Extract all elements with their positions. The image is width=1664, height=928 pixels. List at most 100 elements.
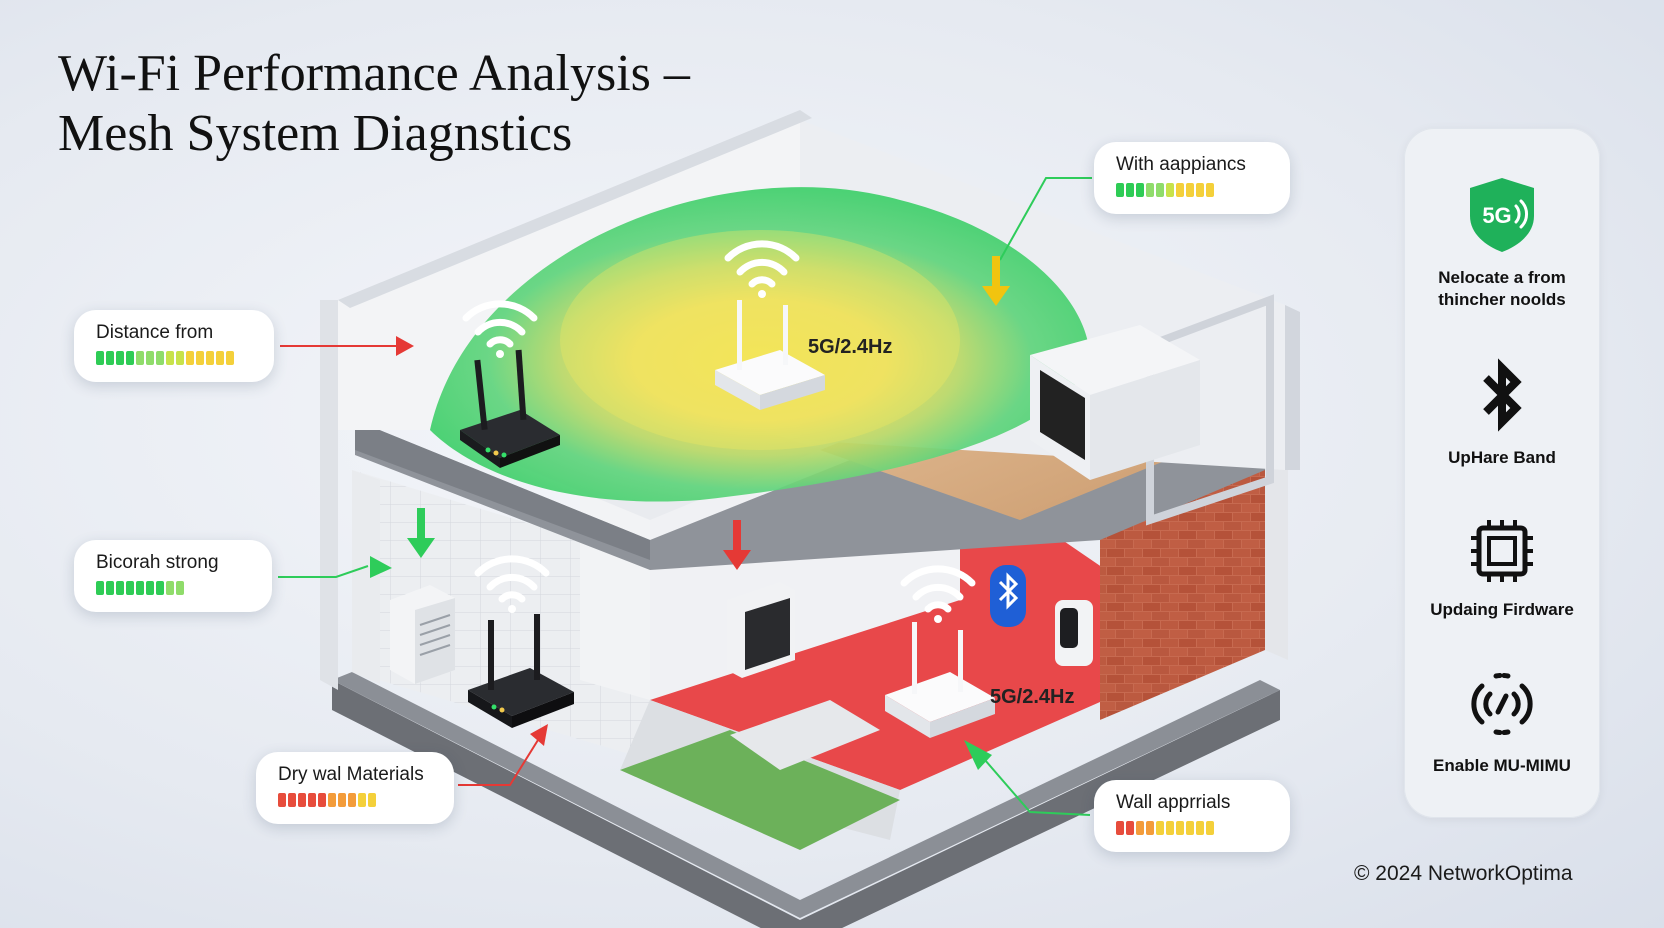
meter-segment [166, 351, 174, 365]
callout-label: Distance from [96, 322, 214, 343]
meter-segment [298, 793, 306, 807]
meter-segment [126, 581, 134, 595]
space-heater-center [727, 582, 795, 678]
5g-shield-icon: 5G [1470, 178, 1534, 252]
meter-segment [156, 581, 164, 595]
meter-segment [96, 351, 104, 365]
meter-segment [96, 581, 104, 595]
meter-segment [156, 351, 164, 365]
panel-text-line2: thincher noolds [1438, 290, 1566, 309]
meter-segment [1146, 821, 1154, 835]
panel-item-relocate: 5G Nelocate a from thincher noolds [1404, 174, 1600, 311]
band-label-upper: 5G/2.4Hz [808, 336, 893, 358]
arrow-yellow-down [982, 256, 1010, 306]
page-title: Wi-Fi Performance Analysis – Mesh System… [58, 44, 758, 164]
upper-signal-coverage [430, 187, 1090, 502]
meter-segment [328, 793, 336, 807]
meter-segment [106, 351, 114, 365]
band-label-lower: 5G/2.4Hz [990, 686, 1075, 708]
meter-segment [1186, 821, 1194, 835]
meter-segment [146, 581, 154, 595]
callout-bicorah: Bicorah strong [74, 540, 272, 612]
arrow-green-down [407, 508, 435, 558]
meter-segment [348, 793, 356, 807]
callout-label: Dry wal Materials [278, 764, 424, 785]
meter-segment [186, 351, 194, 365]
space-heater-left [390, 585, 455, 684]
meter-segment [1186, 183, 1194, 197]
copyright-text: © 2024 NetworkOptima [1354, 862, 1573, 885]
meter-segment [126, 351, 134, 365]
meter-segment [106, 581, 114, 595]
meter-segment [1156, 821, 1164, 835]
panel-item-mumimo: Enable MU-MIMU [1404, 668, 1600, 777]
wifi-icon [462, 240, 976, 623]
garden-patch [620, 730, 900, 850]
bluetooth-device [990, 565, 1026, 627]
panel-text-line1: Nelocate a from [1438, 268, 1566, 287]
callout-label: Wall apprrials [1116, 792, 1231, 813]
meter-segment [216, 351, 224, 365]
meter-segment [1206, 183, 1214, 197]
meter-segment [318, 793, 326, 807]
bluetooth-icon [1483, 358, 1522, 432]
meter-segment [116, 581, 124, 595]
router-black-lower [468, 614, 574, 728]
base-slab [332, 680, 1280, 928]
callout-distance: Distance from [74, 310, 274, 382]
5g-badge-text: 5G [1482, 203, 1511, 228]
meter-segment [146, 351, 154, 365]
callout-label: With aappiancs [1116, 154, 1246, 175]
panel-item-firmware: Updaing Firdware [1404, 516, 1600, 621]
title-line-2: Mesh System Diagnstics [58, 105, 573, 162]
meter-segment [1136, 183, 1144, 197]
router-white-lower [885, 622, 995, 738]
meter-segment [358, 793, 366, 807]
speaker-device [1055, 600, 1093, 666]
meter-segment [176, 581, 184, 595]
meter-segment [1116, 183, 1124, 197]
panel-item-band: UpHare Band [1404, 358, 1600, 469]
meter-segment [1176, 183, 1184, 197]
arrow-red-down [723, 520, 751, 570]
panel-text-line1: Enable MU-MIMU [1433, 756, 1571, 775]
meter-segment [1206, 821, 1214, 835]
title-line-1: Wi-Fi Performance Analysis – [58, 45, 690, 102]
meter-segment [1146, 183, 1154, 197]
meter-segment [116, 351, 124, 365]
meter-segment [1156, 183, 1164, 197]
panel-text-line1: Updaing Firdware [1430, 600, 1574, 619]
callout-wall: Wall apprrials [1094, 780, 1290, 852]
meter-segment [136, 351, 144, 365]
router-white-upper [715, 300, 825, 410]
signal-meter [96, 581, 250, 595]
meter-segment [1176, 821, 1184, 835]
arrow-green-wall [964, 740, 1091, 816]
meter-segment [278, 793, 286, 807]
signal-meter [1116, 821, 1268, 835]
meter-segment [1166, 183, 1174, 197]
callout-drywall: Dry wal Materials [256, 752, 454, 824]
meter-segment [1166, 821, 1174, 835]
arrow-red-drywall [458, 724, 548, 786]
meter-segment [1196, 821, 1204, 835]
meter-segment [1126, 821, 1134, 835]
meter-segment [338, 793, 346, 807]
mu-mimo-signal-icon [1471, 672, 1533, 736]
meter-segment [166, 581, 174, 595]
meter-segment [1126, 183, 1134, 197]
meter-segment [368, 793, 376, 807]
callout-appliances: With aappiancs [1094, 142, 1290, 214]
meter-segment [226, 351, 234, 365]
callout-label: Bicorah strong [96, 552, 219, 573]
signal-meter [96, 351, 252, 365]
meter-segment [196, 351, 204, 365]
router-black-upper [460, 349, 560, 468]
meter-segment [1116, 821, 1124, 835]
signal-meter [278, 793, 432, 807]
microwave [1030, 325, 1200, 480]
signal-meter [1116, 183, 1268, 197]
meter-segment [176, 351, 184, 365]
recommendations-panel: 5G Nelocate a from thincher noolds UpHar… [1404, 128, 1600, 818]
